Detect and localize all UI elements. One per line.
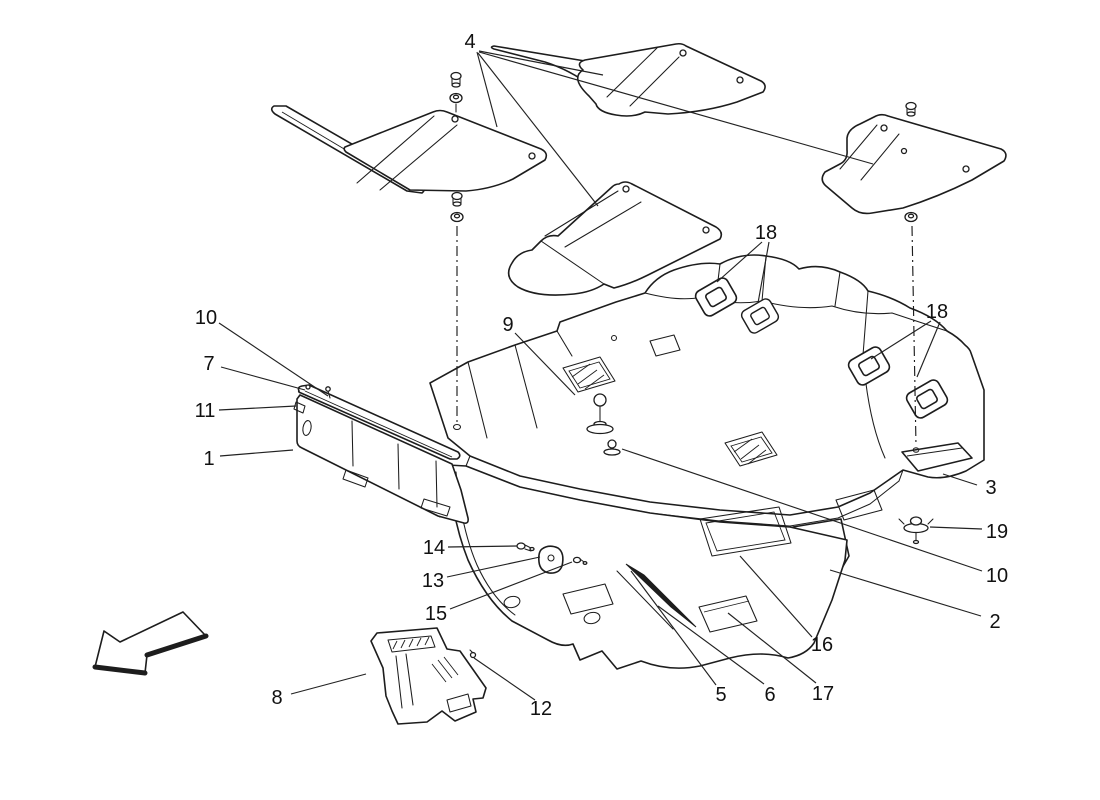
callout-part-10: 10 [986,565,1008,587]
callout-part-1: 1 [203,448,214,470]
seat-anchor-slot [562,356,616,393]
callout-part-10: 10 [195,307,217,329]
screw-15 [572,556,588,566]
cutout-rect [699,506,792,557]
leader-line [739,555,813,638]
edge-saddle [901,442,973,472]
belt-guide-loop [740,298,780,334]
callout-part-13: 13 [422,570,444,592]
leader-line [929,526,983,530]
leader-line [757,241,770,304]
leader-line [473,657,536,701]
hatch-trim-strip [616,563,697,630]
leader-line [514,332,576,396]
leader-line [657,605,765,685]
side-carpet-part-8 [370,627,487,725]
floor-slot [649,334,681,357]
floor-slot [835,489,883,521]
fastener-stack-front-upper [449,71,463,113]
leader-line [290,673,367,695]
direction-arrow-icon [92,611,209,676]
leader-line [218,405,297,411]
oval-hole [583,611,601,625]
callout-part-9: 9 [502,314,513,336]
callout-part-19: 19 [986,521,1008,543]
retainer-bracket-13 [538,545,564,574]
tunnel-slot [562,583,614,615]
callout-part-3: 3 [985,477,996,499]
leader-line [916,321,941,378]
leader-line [220,366,306,391]
floor-mat-front-left [270,105,548,194]
sill-pin-7 [305,384,311,390]
fastener-hole [452,423,462,431]
leader-line [478,51,874,165]
callout-part-18: 18 [926,301,948,323]
callout-part-2: 2 [989,611,1000,633]
callout-part-16: 16 [811,634,833,656]
leader-line [476,51,498,128]
sill-stud-10 [325,386,331,399]
leader-line [446,556,541,578]
belt-guide-loop [694,277,738,317]
callout-part-12: 12 [530,698,552,720]
callout-part-4: 4 [464,31,475,53]
leader-line [447,545,518,548]
floor-hole [610,334,618,342]
stud-fastener [586,393,614,435]
trim-pad [698,595,758,633]
callout-part-6: 6 [764,684,775,706]
stud-fastener [603,439,621,456]
leader-line [942,473,978,486]
oval-hole [302,420,312,436]
fastener-stack-front-lower [450,191,464,424]
callout-part-17: 17 [812,683,834,705]
leader-line [630,570,717,686]
leader-line [621,448,983,572]
floor-mat-rear-left [490,42,766,117]
assembly-axis [911,225,917,447]
screw-12 [469,649,477,659]
floor-mat-rear-right [821,113,1007,215]
belt-guide-loop [905,379,949,419]
sill-strip [297,384,461,460]
leader-line [219,449,294,457]
floor-mat-front-right [507,181,723,296]
leader-line [870,320,932,360]
leader-line [449,561,573,610]
seat-anchor-slot [724,431,778,467]
clip-fastener-19 [898,516,934,545]
callout-part-11: 11 [195,400,216,422]
belt-guide-loop [847,346,891,386]
callout-part-18: 18 [755,222,777,244]
leader-line [727,612,817,684]
leader-line [477,52,599,207]
callout-part-5: 5 [715,684,726,706]
oval-hole [503,595,521,609]
leader-line [218,322,329,397]
main-carpet-assembly [429,254,985,569]
fastener-hole [912,447,920,453]
leader-line [716,241,763,283]
front-left-carpet-section [293,384,469,524]
leader-line [829,569,982,617]
callout-part-15: 15 [425,603,447,625]
callout-part-14: 14 [423,537,445,559]
callout-part-7: 7 [203,353,214,375]
floor-mats-group [270,42,1007,296]
tunnel-carpet [447,464,848,670]
callout-part-8: 8 [271,687,282,709]
clip-11 [293,401,306,414]
leader-line [478,50,604,76]
